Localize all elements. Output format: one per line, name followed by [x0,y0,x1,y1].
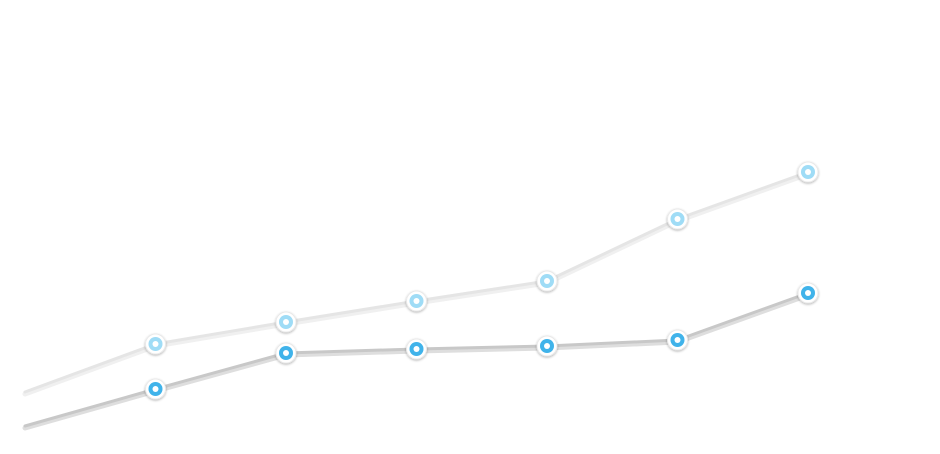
series-lower-point-1[interactable] [145,378,166,400]
series-upper-point-2[interactable] [275,311,297,333]
point-center [674,337,681,343]
series-lower-point-6[interactable] [797,282,819,304]
series-lower-point-3[interactable] [406,338,427,360]
point-center [283,319,289,325]
series-upper [22,161,819,397]
point-center [544,343,550,349]
point-center [544,278,550,284]
series-upper-point-4[interactable] [536,270,558,292]
series-lower-line-shadow [22,292,811,431]
series-upper-point-6[interactable] [797,161,819,183]
series-lower-point-4[interactable] [536,335,558,357]
series-layer [22,161,819,431]
point-center [805,290,811,296]
series-upper-point-5[interactable] [667,208,688,230]
series-upper-line-shadow [22,171,811,397]
series-lower [22,282,819,431]
point-center [283,350,289,356]
point-center [805,169,811,175]
point-center [413,346,420,352]
point-center [674,216,681,222]
series-upper-point-3[interactable] [406,290,427,312]
series-lower-point-2[interactable] [275,342,297,364]
point-center [152,386,159,392]
point-center [152,341,159,347]
series-upper-point-1[interactable] [145,333,166,355]
point-center [413,298,420,304]
series-lower-point-5[interactable] [667,329,688,351]
